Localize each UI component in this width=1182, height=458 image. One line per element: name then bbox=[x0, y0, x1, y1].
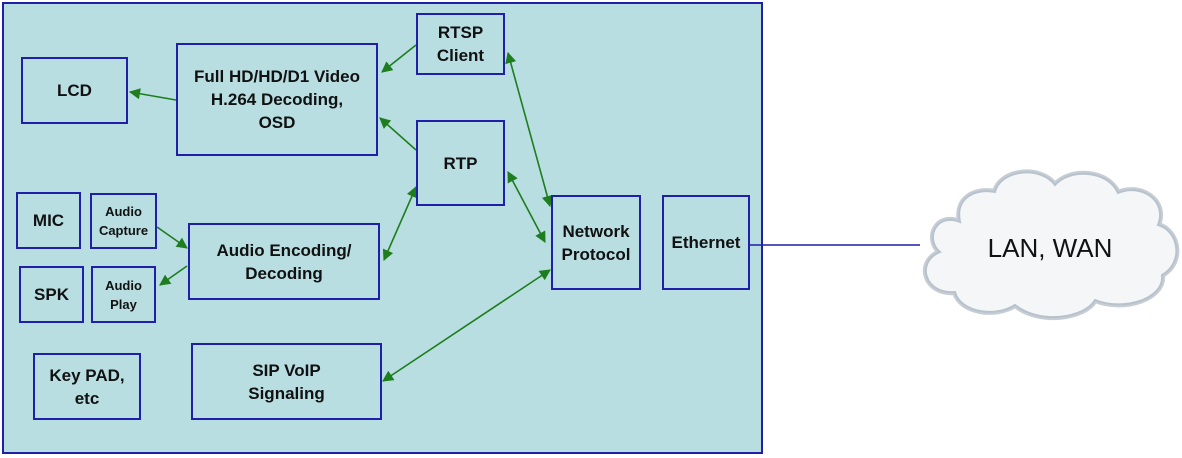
video-decoder-box: Full HD/HD/D1 Video H.264 Decoding, OSD bbox=[176, 43, 378, 156]
spk-box: SPK bbox=[19, 266, 84, 323]
mic-label: MIC bbox=[32, 211, 65, 230]
ethernet-label: Ethernet bbox=[671, 233, 741, 252]
cloud-label: LAN, WAN bbox=[987, 232, 1113, 263]
sip-signaling-label: SIP VoIP Signaling bbox=[248, 360, 325, 403]
keypad-label: Key PAD, etc bbox=[49, 365, 125, 408]
arrow-capture-to-audio bbox=[156, 226, 188, 249]
video-decoder-label: Full HD/HD/D1 Video H.264 Decoding, OSD bbox=[194, 67, 360, 132]
network-protocol-label: Network Protocol bbox=[561, 221, 631, 264]
arrow-rtp-network bbox=[507, 171, 546, 243]
arrow-sip-network bbox=[382, 269, 551, 382]
arrow-audio-rtp bbox=[382, 185, 418, 262]
rtsp-client-label: RTSP Client bbox=[436, 23, 485, 65]
arrow-rtp-to-video bbox=[379, 117, 417, 151]
ethernet-box: Ethernet bbox=[662, 195, 750, 290]
audio-codec-box: Audio Encoding/ Decoding bbox=[188, 223, 380, 300]
arrow-rtsp-to-video bbox=[381, 44, 417, 73]
audio-play-label: Audio Play bbox=[105, 277, 142, 312]
audio-codec-label: Audio Encoding/ Decoding bbox=[216, 240, 352, 283]
network-protocol-box: Network Protocol bbox=[551, 195, 641, 290]
audio-capture-label: Audio Capture bbox=[98, 204, 149, 238]
arrow-video-to-lcd bbox=[128, 88, 177, 101]
sip-signaling-box: SIP VoIP Signaling bbox=[191, 343, 382, 420]
rtsp-client-box: RTSP Client bbox=[416, 13, 505, 75]
arrow-audio-to-play bbox=[159, 265, 188, 286]
audio-play-box: Audio Play bbox=[91, 266, 156, 323]
cloud-icon bbox=[922, 169, 1180, 321]
spk-label: SPK bbox=[34, 285, 69, 304]
audio-capture-box: Audio Capture bbox=[90, 193, 157, 249]
lcd-label: LCD bbox=[57, 81, 92, 100]
keypad-box: Key PAD, etc bbox=[33, 353, 141, 420]
mic-box: MIC bbox=[16, 192, 81, 249]
rtp-label: RTP bbox=[443, 153, 478, 173]
rtp-box: RTP bbox=[416, 120, 505, 206]
lcd-box: LCD bbox=[21, 57, 128, 124]
